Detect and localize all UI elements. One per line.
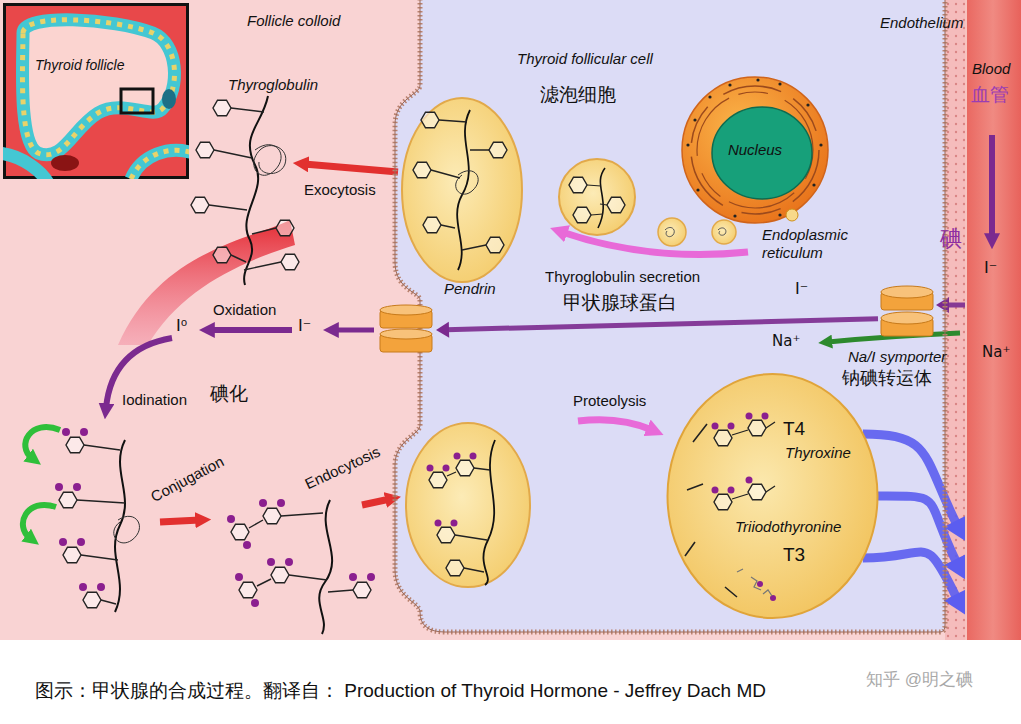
text-label: Follicle colloid: [247, 12, 340, 30]
hormone-vesicle: T4ThyroxineTriiodothyronineT3: [665, 372, 880, 620]
node-label: Na/I symporter: [848, 348, 946, 366]
text-label: Exocytosis: [304, 181, 376, 199]
blood-vessel: Blood 血管: [965, 0, 1021, 640]
transport-arrow: [863, 434, 967, 541]
text-label: Thyroglobulin: [228, 76, 318, 94]
transport-arrow: [936, 297, 965, 313]
node-label: 钠碘转运体: [842, 368, 932, 390]
arrow-line: [946, 302, 965, 307]
transport-arrow: [878, 496, 967, 579]
text-label: Na⁺: [772, 332, 800, 350]
text-label: I⁻: [298, 316, 311, 335]
node-label: Pendrin: [444, 280, 496, 298]
node-label: 滤泡细胞: [540, 84, 616, 107]
node-label: 血管: [971, 84, 1009, 107]
text-label: 甲状腺球蛋白: [563, 292, 677, 315]
node-label: Blood: [972, 60, 1010, 78]
text-label: Endothelium: [880, 14, 963, 32]
text-label: 碘化: [210, 383, 248, 406]
pendrin-channel: [376, 304, 436, 356]
node-label: T4: [783, 418, 805, 441]
follicular-cell: Thyroid follicular cell滤泡细胞 Nucleus T4Th…: [392, 0, 952, 640]
follicle-inset: [3, 3, 189, 179]
text-label: I⁰: [176, 316, 187, 335]
text-label: Endoplasmic reticulum: [762, 226, 862, 262]
text-label: 碘: [940, 226, 962, 252]
text-label: Proteolysis: [573, 392, 646, 410]
pendrin-channel: Pendrin: [376, 304, 436, 356]
node-label: T3: [783, 544, 805, 567]
nucleus-circle: Nucleus: [680, 75, 830, 225]
node-label: Thyroxine: [785, 444, 851, 462]
text-label: Thyroglobulin secretion: [545, 268, 700, 286]
node-label: Thyroid follicular cell: [517, 50, 653, 68]
figure-caption: 图示：甲状腺的合成过程。翻译自： Production of Thyroid H…: [35, 680, 766, 703]
text-label: I⁻: [984, 258, 997, 277]
text-label: Na⁺: [982, 343, 1010, 361]
inset-box: Thyroid follicle: [3, 3, 189, 179]
arrowhead: [436, 322, 449, 338]
node-label: Triiodothyronine: [735, 518, 841, 536]
transport-arrow: [436, 319, 878, 338]
lysosome-vesicle: [665, 372, 880, 620]
transport-arrow: [863, 552, 967, 614]
symporter-channel: [878, 284, 936, 342]
text-label: Iodination: [122, 391, 187, 409]
text-label: Oxidation: [213, 301, 276, 319]
arrow-line: [446, 319, 878, 330]
watermark: 知乎 @明之碘: [866, 670, 973, 690]
node-label: Nucleus: [680, 141, 830, 159]
node-label: Thyroid follicle: [35, 57, 124, 74]
symporter-channel: Na/I symporter钠碘转运体: [878, 284, 936, 342]
text-label: I⁻: [795, 279, 808, 298]
